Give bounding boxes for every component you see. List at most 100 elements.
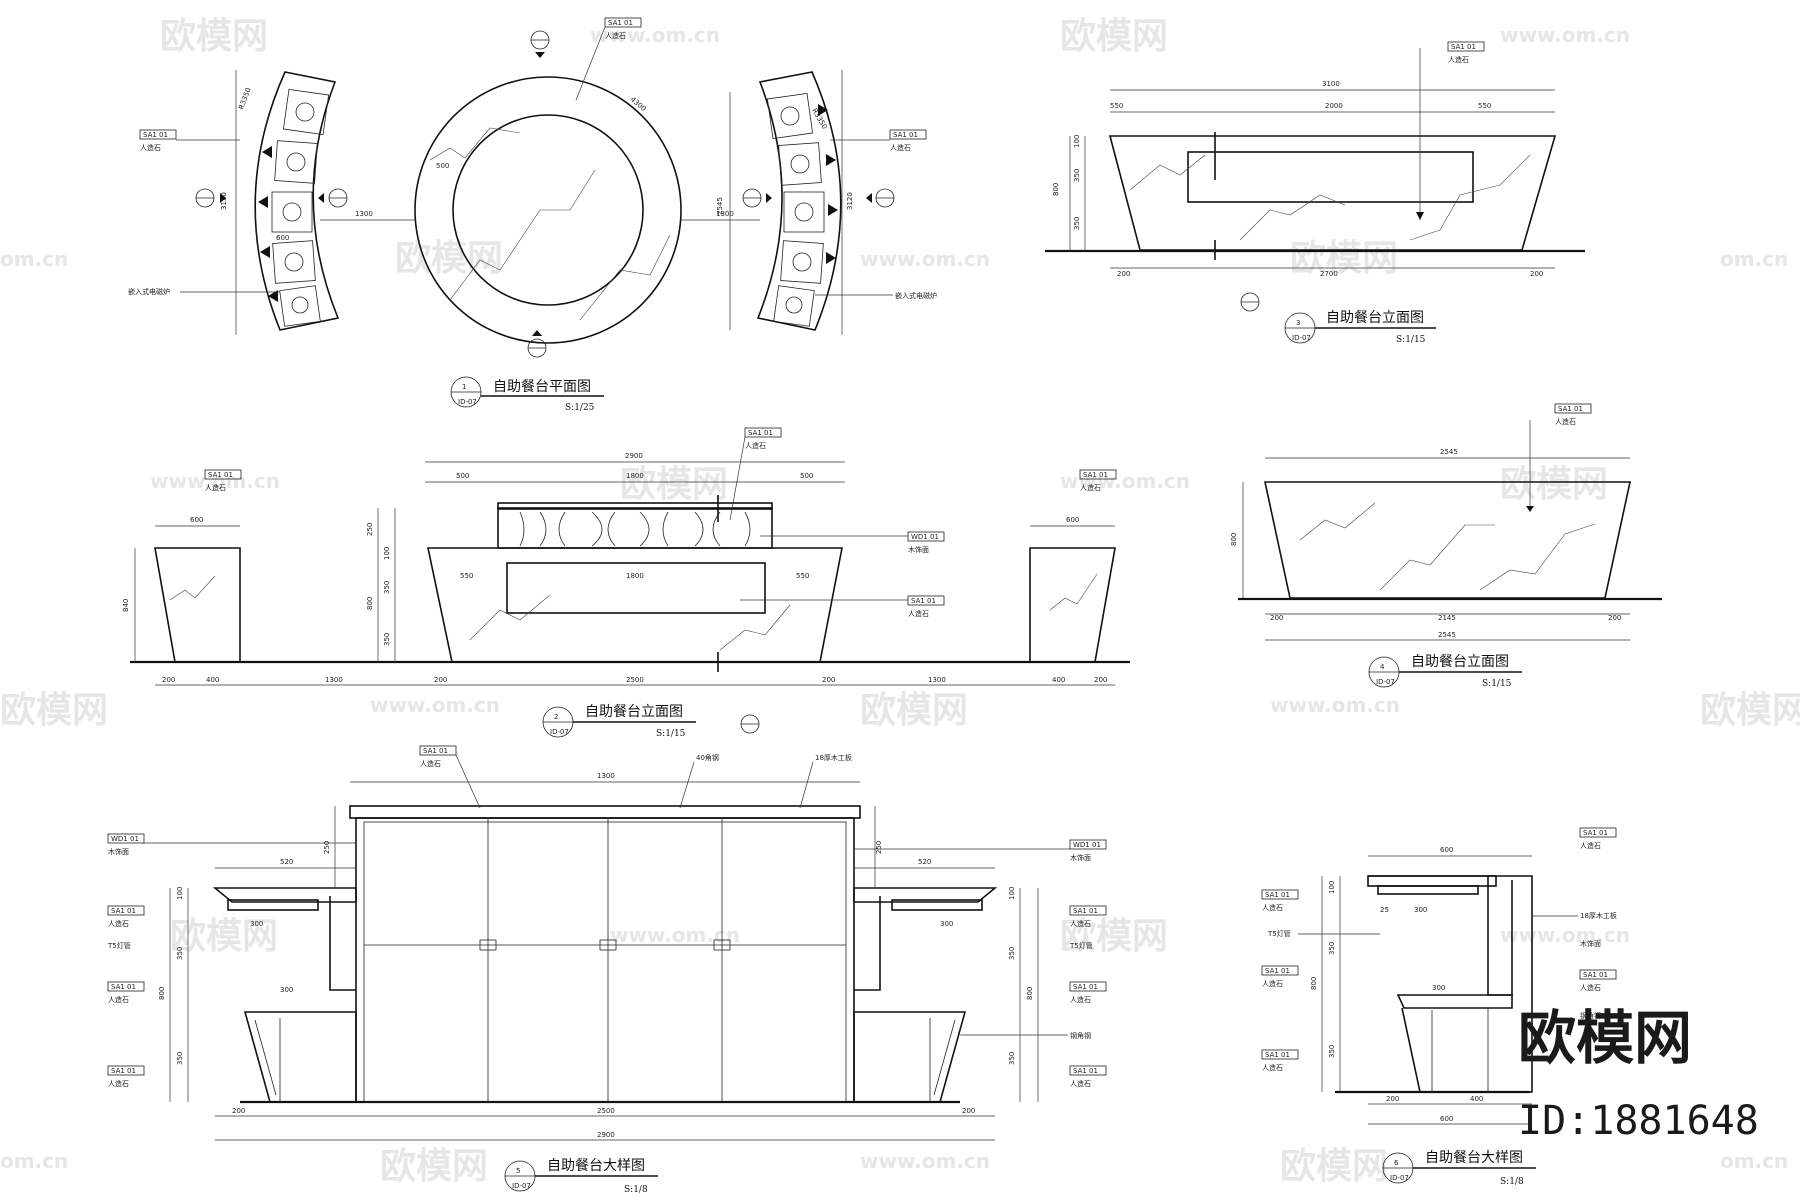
watermark-url: www.om.cn bbox=[1270, 693, 1400, 717]
material-code: SA1 01 bbox=[1583, 829, 1608, 837]
material-name: 人造石 bbox=[1080, 483, 1101, 492]
dim-text: 200 bbox=[232, 1107, 245, 1115]
dim-text: 200 bbox=[1270, 614, 1283, 622]
dim-text: 600 bbox=[1440, 846, 1453, 854]
material-name: 木饰面 bbox=[908, 545, 929, 554]
dim-text: 4300 bbox=[629, 95, 648, 113]
material-code: SA1 01 bbox=[111, 1067, 136, 1075]
material-code: SA1 01 bbox=[1451, 43, 1476, 51]
material-name: 木饰面 bbox=[1070, 853, 1091, 862]
elev2-material-tags: SA1 01 人造石 SA1 01 人造石 SA1 01 人造石 WD1 01 … bbox=[204, 427, 1117, 618]
drawing-number: 2 bbox=[554, 713, 558, 721]
dim-text: 800 bbox=[1026, 987, 1034, 1000]
dim-text: 1300 bbox=[355, 210, 373, 218]
watermark: 欧模网 bbox=[1290, 238, 1398, 279]
dim-text: R3350 bbox=[237, 87, 252, 111]
dim-text: 250 bbox=[875, 841, 883, 854]
material-name: 18厚木工板 bbox=[815, 753, 852, 762]
dim-text: 2000 bbox=[1325, 102, 1343, 110]
drawing-scale: S:1/8 bbox=[1500, 1177, 1524, 1187]
drawing-number: 4 bbox=[1380, 663, 1385, 671]
cooktop-cells-right bbox=[766, 92, 838, 327]
material-name: 人造石 bbox=[908, 609, 929, 618]
material-name: 木饰面 bbox=[1580, 939, 1601, 948]
dim-text: 800 bbox=[158, 987, 166, 1000]
dim-text: 350 bbox=[176, 1052, 184, 1065]
material-code: SA1 01 bbox=[1083, 471, 1108, 479]
right-curved-counter bbox=[756, 71, 842, 331]
drawing-scale: S:1/15 bbox=[1396, 335, 1426, 345]
dim-text: 600 bbox=[276, 234, 289, 242]
dim-text: 250 bbox=[366, 523, 374, 536]
material-name: 人造石 bbox=[745, 441, 766, 450]
dim-text: 2545 bbox=[1440, 448, 1458, 456]
drawing-ref: ID-07 bbox=[458, 398, 477, 406]
material-code: SA1 01 bbox=[111, 907, 136, 915]
dim-text: 1300 bbox=[928, 676, 946, 684]
material-name: 人造石 bbox=[1262, 903, 1283, 912]
material-name: 人造石 bbox=[205, 483, 226, 492]
top-slab bbox=[349, 805, 861, 819]
dim-text: 1300 bbox=[597, 772, 615, 780]
watermark: 欧模网 bbox=[395, 238, 503, 279]
dim-text: 840 bbox=[122, 599, 130, 612]
elev2-dims: 2900 500 1800 500 600 600 840 250 800 10… bbox=[122, 452, 1115, 686]
material-name: 人造石 bbox=[1262, 1063, 1283, 1072]
material-name: 人造石 bbox=[108, 995, 129, 1004]
dim-text: 2900 bbox=[625, 452, 643, 460]
watermark: 欧模网 bbox=[620, 464, 728, 505]
watermark: 欧模网 bbox=[860, 690, 968, 731]
dim-text: 520 bbox=[918, 858, 931, 866]
dim-text: 600 bbox=[1066, 516, 1079, 524]
drawing-6-title: 6 ID-07 自助餐台大样图 S:1/8 bbox=[1382, 1150, 1536, 1187]
watermark-url: om.cn bbox=[1720, 247, 1788, 271]
material-code: SA1 01 bbox=[1265, 891, 1290, 899]
drawing-title: 自助餐台立面图 bbox=[1411, 654, 1509, 670]
watermark: 欧模网 bbox=[1700, 690, 1800, 731]
drawing-3-title: 3 ID-07 自助餐台立面图 S:1/15 bbox=[1284, 310, 1436, 345]
drawing-1-plan: 3120 R3350 1300 1300 2545 3120 R3350 430… bbox=[128, 17, 937, 413]
dim-text: 200 bbox=[1094, 676, 1107, 684]
material-code: SA1 01 bbox=[1583, 971, 1608, 979]
elev4-dims: 2545 800 200 2145 200 2545 bbox=[1230, 448, 1630, 641]
dim-text: 550 bbox=[1478, 102, 1491, 110]
dim-text: 3120 bbox=[220, 192, 228, 210]
dim-text: 350 bbox=[1008, 1052, 1016, 1065]
plan-dimensions: 3120 R3350 1300 1300 2545 3120 R3350 430… bbox=[220, 70, 854, 335]
material-code: SA1 01 bbox=[208, 471, 233, 479]
counter-3-body bbox=[1108, 135, 1557, 251]
watermark: 欧模网 bbox=[160, 16, 268, 57]
dim-text: 350 bbox=[383, 633, 391, 646]
drawing-ref: ID-07 bbox=[1376, 678, 1395, 686]
dim-text: 2145 bbox=[1438, 614, 1456, 622]
material-name: 人造石 bbox=[108, 919, 129, 928]
detail6-dims: 600 25 300 300 100 350 350 800 200 400 6… bbox=[1310, 846, 1532, 1125]
dim-text: 350 bbox=[1073, 169, 1081, 182]
watermark-url: www.om.cn bbox=[610, 923, 740, 947]
dim-text: 400 bbox=[1052, 676, 1065, 684]
dim-text: 2700 bbox=[1320, 270, 1338, 278]
material-name: 18厚木工板 bbox=[1580, 911, 1617, 920]
dim-text: 600 bbox=[1440, 1115, 1453, 1123]
dim-text: 200 bbox=[962, 1107, 975, 1115]
drawing-title: 自助餐台大样图 bbox=[1425, 1150, 1523, 1166]
drawing-6-detail: 600 25 300 300 100 350 350 800 200 400 6… bbox=[1261, 827, 1617, 1187]
dim-text: 350 bbox=[176, 947, 184, 960]
side-counter-right bbox=[1029, 547, 1116, 663]
drawing-ref: ID-07 bbox=[1390, 1174, 1409, 1182]
material-name: 钢角钢 bbox=[1580, 1011, 1601, 1020]
drawing-3-elevation: 3100 550 2000 550 800 100 350 350 200 27… bbox=[1045, 41, 1585, 345]
material-code: WD1 01 bbox=[1073, 841, 1101, 849]
dim-text: 100 bbox=[1073, 135, 1081, 148]
cabinet-body bbox=[355, 817, 855, 1103]
watermark-url: www.om.cn bbox=[1060, 469, 1190, 493]
material-name: 木饰面 bbox=[108, 847, 129, 856]
dim-text: 200 bbox=[1386, 1095, 1399, 1103]
material-name: 人造石 bbox=[890, 143, 911, 152]
dim-text: 800 bbox=[1230, 533, 1238, 546]
drawing-4-elevation: 2545 800 200 2145 200 2545 SA1 01 人造石 4 … bbox=[1230, 403, 1662, 689]
dim-text: 2545 bbox=[1438, 631, 1456, 639]
material-name: T5灯管 bbox=[1069, 941, 1093, 950]
material-name: 人造石 bbox=[140, 143, 161, 152]
